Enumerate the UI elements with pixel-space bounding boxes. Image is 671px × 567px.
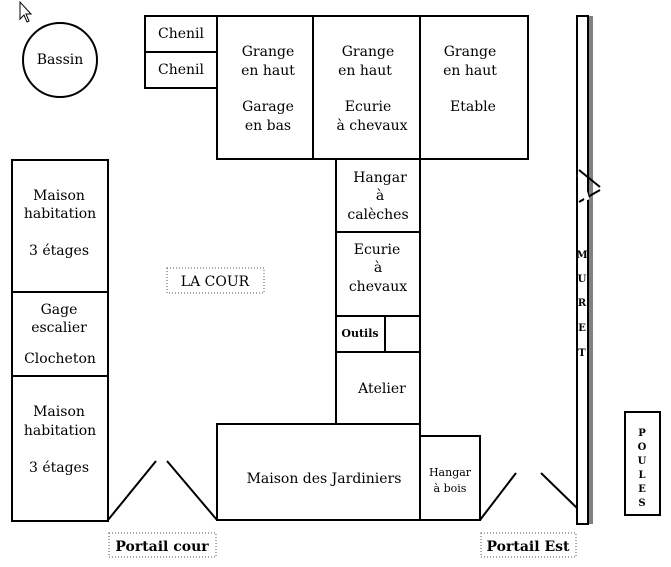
portail-cour: Portail cour (108, 532, 217, 558)
portail-cour-gate (107, 460, 218, 521)
hangar-caleches-line-2: à (376, 187, 384, 204)
chenil-1: Chenil (144, 15, 218, 53)
ecurie-line-2: à (374, 259, 382, 276)
portail-cour-label: Portail cour (115, 539, 209, 555)
hangar-caleches: Hangar à calèches (335, 158, 421, 233)
poules-letter-2: O (638, 442, 647, 453)
maison-2-line-3: 3 étages (29, 460, 89, 476)
muret-letter-1: M (576, 250, 587, 261)
muret-letter-3: R (578, 298, 587, 309)
hangar-caleches-line-3: calèches (347, 207, 408, 223)
chenil-1-label: Chenil (158, 26, 205, 42)
maison-1-line-1: Maison (33, 188, 85, 204)
muret-letter-2: U (578, 274, 587, 285)
grange-1-line-1: Grange (242, 44, 295, 60)
maison-2-line-1: Maison (33, 404, 85, 420)
maison-jardiniers: Maison des Jardiniers (216, 423, 421, 521)
grange-ecurie: Grange en haut Ecurie à chevaux (312, 15, 421, 160)
atelier: Atelier (335, 351, 421, 425)
muret: M U R E T (576, 15, 601, 525)
portail-est: Portail Est (480, 532, 577, 558)
poules-letter-6: S (638, 498, 645, 509)
poules-letter-1: P (638, 428, 646, 439)
poules-letter-4: L (638, 470, 645, 481)
portail-est-label: Portail Est (487, 539, 570, 555)
mouse-cursor-icon (19, 0, 33, 23)
la-cour-label: LA COUR (181, 274, 250, 290)
grange-garage: Grange en haut Garage en bas (216, 15, 314, 160)
outils: Outils (335, 315, 421, 353)
poules: P O U L E S (624, 411, 661, 516)
gage-line-2: escalier (31, 320, 87, 336)
grange-2-line-1: Grange (342, 44, 395, 60)
grange-etable: Grange en haut Etable (419, 15, 529, 160)
ecurie-line-1: Ecurie (354, 242, 401, 258)
gage-line-1: Gage (41, 302, 78, 318)
bassin: Bassin (22, 22, 98, 98)
poules-letter-3: U (638, 456, 647, 467)
hangar-bois-line-1: Hangar (429, 466, 472, 479)
maison-habitation-1: Maison habitation 3 étages (11, 159, 109, 293)
grange-2-line-2: en haut (338, 63, 392, 79)
maison-1-line-3: 3 étages (29, 243, 89, 259)
gage-line-3: Clocheton (24, 351, 96, 367)
maison-1-line-2: habitation (24, 206, 96, 222)
grange-3-line-3: Etable (450, 99, 496, 115)
grange-2-line-3: Ecurie (345, 99, 392, 115)
grange-1-line-4: en bas (245, 118, 291, 134)
la-cour: LA COUR (166, 267, 265, 294)
hangar-bois: Hangar à bois (419, 435, 481, 521)
atelier-label: Atelier (357, 381, 406, 397)
hangar-caleches-line-1: Hangar (353, 170, 407, 186)
grange-3-line-2: en haut (443, 63, 497, 79)
grange-2-line-4: à chevaux (336, 117, 407, 134)
chenil-2-label: Chenil (158, 62, 205, 78)
ecurie-chevaux: Ecurie à chevaux (335, 231, 421, 317)
portail-est-gate (479, 472, 578, 521)
bassin-label: Bassin (37, 52, 84, 68)
hangar-bois-line-2: à bois (434, 482, 467, 495)
grange-3-line-1: Grange (444, 44, 497, 60)
muret-letter-5: T (578, 348, 586, 359)
ecurie-line-3: chevaux (349, 279, 407, 295)
maison-habitation-2: Maison habitation 3 étages (11, 375, 109, 522)
chenil-2: Chenil (144, 51, 218, 89)
outils-label: Outils (341, 327, 378, 340)
muret-letter-4: E (578, 323, 586, 334)
maison-jardiniers-label: Maison des Jardiniers (247, 471, 402, 487)
gage-escalier: Gage escalier Clocheton (11, 291, 109, 377)
maison-2-line-2: habitation (24, 423, 96, 439)
grange-1-line-2: en haut (241, 63, 295, 79)
poules-letter-5: E (638, 484, 646, 495)
grange-1-line-3: Garage (242, 99, 294, 115)
